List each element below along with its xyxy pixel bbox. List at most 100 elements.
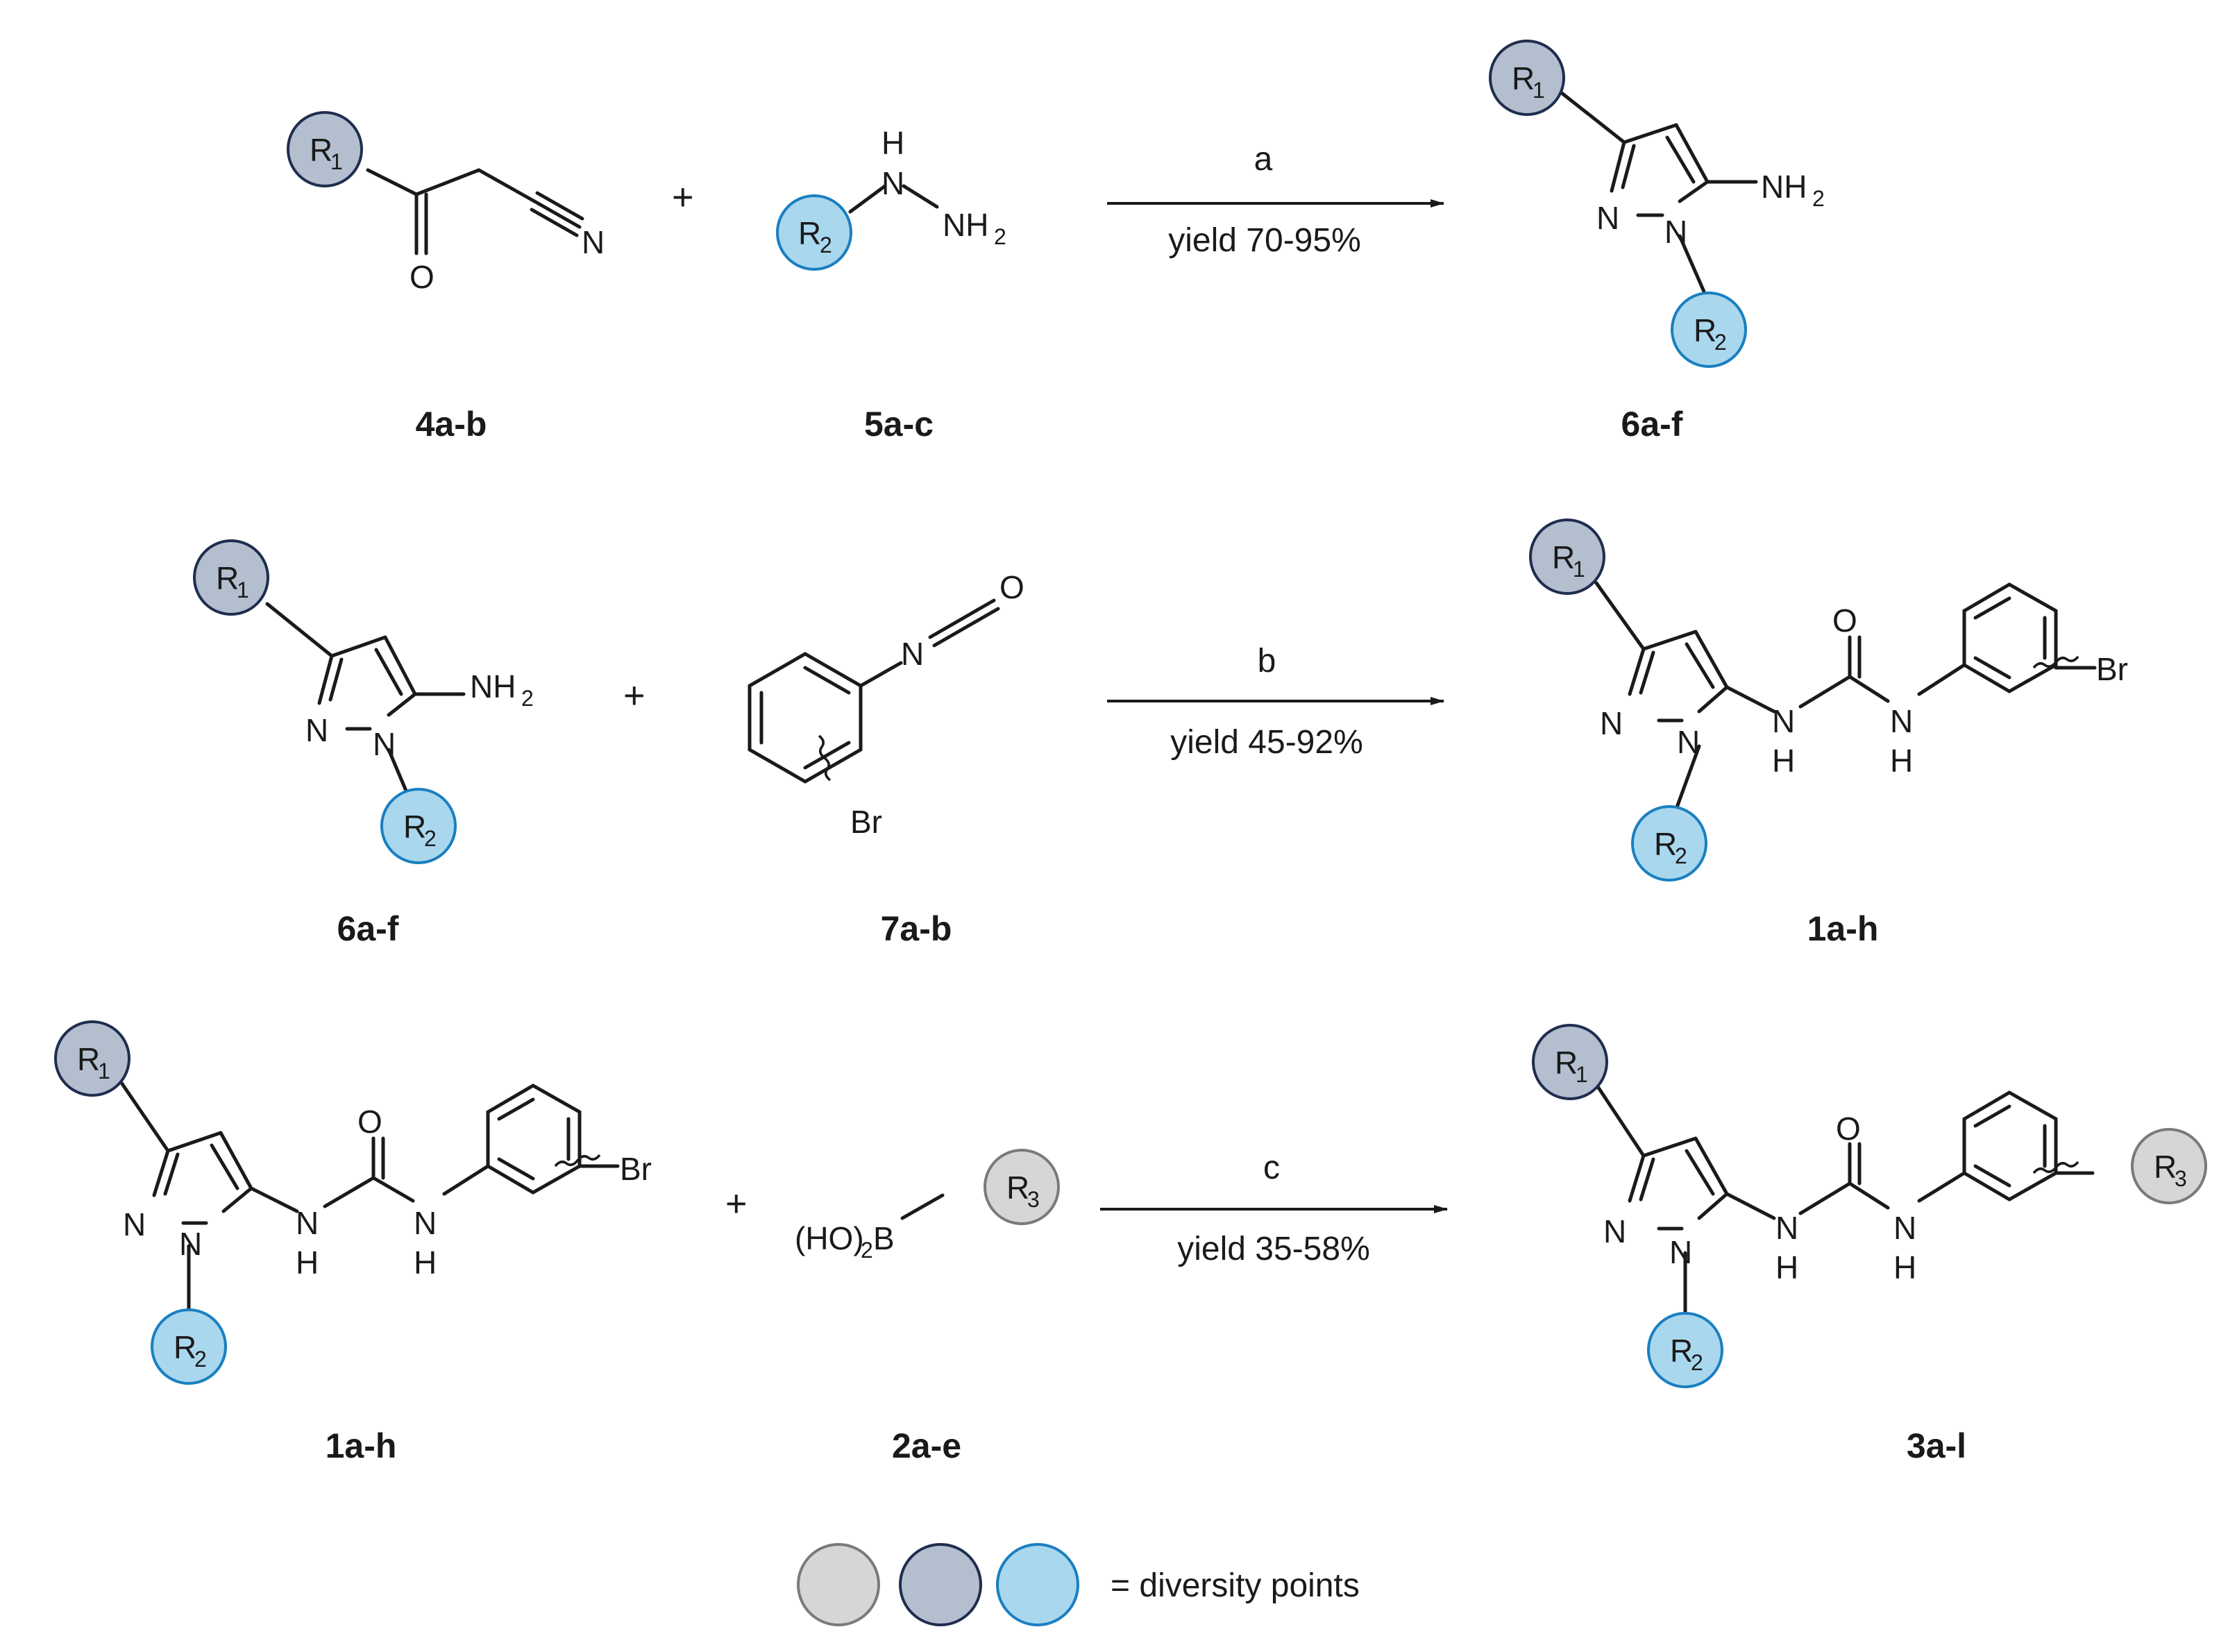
oxygen-label: O — [357, 1104, 382, 1140]
amide-n2: N — [1893, 1210, 1916, 1246]
svg-text:2: 2 — [424, 826, 437, 851]
compound-label-6af: 6a-f — [1621, 405, 1683, 444]
amino-label: NH — [943, 207, 988, 243]
reaction-arrow-a: a yield 70‑95% — [1107, 141, 1444, 259]
oxygen-label: O — [410, 259, 434, 295]
condition-c-label: c — [1263, 1149, 1280, 1186]
legend-r2-circle — [996, 1543, 1079, 1626]
ring-n1: N — [1600, 705, 1623, 741]
svg-text:R: R — [1006, 1170, 1029, 1206]
amide-n1: N — [1772, 703, 1795, 739]
ring-n2: N — [1669, 1234, 1692, 1270]
legend: = diversity points — [797, 1543, 1360, 1626]
compound-1ah-reactant: O N N N H N H Br R 1 R 2 — [54, 1020, 652, 1385]
condition-a-label: a — [1254, 141, 1273, 178]
svg-text:2: 2 — [1714, 330, 1727, 355]
amide-h2: H — [1890, 743, 1913, 779]
amide-h1: H — [1772, 743, 1795, 779]
svg-text:R: R — [1670, 1333, 1693, 1369]
svg-text:2: 2 — [1691, 1350, 1703, 1375]
svg-text:2: 2 — [521, 686, 534, 711]
r2-substituent: R 2 — [380, 788, 457, 864]
svg-text:2: 2 — [194, 1347, 207, 1372]
r2-substituent: R 2 — [1671, 292, 1747, 368]
condition-b-label: b — [1258, 643, 1276, 680]
bromine-label: Br — [2096, 651, 2128, 687]
legend-label: = diversity points — [1111, 1567, 1360, 1604]
compound-label-2ae: 2a-e — [892, 1426, 961, 1465]
r1-substituent: R 1 — [1532, 1024, 1608, 1100]
amide-n1: N — [1775, 1210, 1798, 1246]
svg-text:1: 1 — [330, 149, 343, 174]
r2-substituent: R 2 — [151, 1308, 227, 1385]
svg-text:1: 1 — [1533, 78, 1545, 103]
compound-7ab: N O Br — [748, 569, 1024, 840]
nitroso-o: O — [999, 569, 1024, 605]
svg-text:2: 2 — [820, 233, 832, 258]
svg-text:R: R — [77, 1041, 100, 1077]
reaction-arrow-c: c yield 35‑58% — [1100, 1149, 1448, 1267]
compound-label-3al: 3a-l — [1907, 1426, 1966, 1465]
nitroso-n: N — [901, 636, 924, 672]
svg-text:R: R — [403, 809, 426, 845]
ring-n2: N — [373, 726, 396, 762]
compound-5ac: H N NH 2 R 2 — [776, 125, 1006, 271]
svg-text:R: R — [1512, 60, 1535, 96]
condition-a-yield: yield 70‑95% — [1168, 222, 1361, 259]
svg-text:R: R — [1654, 826, 1677, 862]
svg-text:R: R — [2154, 1149, 2177, 1185]
amino-label: NH — [1761, 169, 1807, 205]
svg-text:1: 1 — [98, 1059, 110, 1084]
legend-r3-circle — [797, 1543, 880, 1626]
amide-h2: H — [1893, 1249, 1916, 1286]
amide-n2: N — [1890, 703, 1913, 739]
svg-text:1: 1 — [1576, 1062, 1588, 1087]
amide-h2: H — [414, 1245, 437, 1281]
compound-6af-product: N N NH 2 R 1 R 2 — [1489, 40, 1825, 368]
compound-label-7ab: 7a-b — [881, 909, 952, 948]
boron-label: B — [873, 1220, 895, 1256]
svg-text:2: 2 — [861, 1238, 873, 1263]
hydrazine-n: N — [881, 165, 904, 201]
condition-b-yield: yield 45‑92% — [1170, 724, 1363, 761]
ring-n2: N — [1677, 724, 1700, 760]
compound-label-1ah: 1a-h — [1807, 909, 1879, 948]
condition-c-yield: yield 35‑58% — [1177, 1231, 1370, 1267]
ring-n1: N — [305, 712, 328, 748]
svg-text:R: R — [1552, 539, 1575, 575]
svg-text:R: R — [1555, 1045, 1578, 1081]
r2-substituent: R 2 — [776, 194, 852, 271]
ring-n1: N — [123, 1206, 146, 1242]
amide-h1: H — [1775, 1249, 1798, 1286]
svg-text:R: R — [798, 215, 821, 251]
compound-1ah-product: O N N N H N H Br R 1 R 2 — [1529, 519, 2128, 882]
ring-n1: N — [1603, 1213, 1626, 1249]
amino-label: NH — [470, 668, 516, 705]
svg-text:R: R — [174, 1329, 196, 1365]
bromine-label: Br — [850, 804, 882, 840]
compound-label-1ah: 1a-h — [326, 1426, 397, 1465]
svg-text:R: R — [310, 132, 332, 168]
r1-substituent: R 1 — [1529, 519, 1605, 595]
compound-2ae: (HO) 2 B R 3 — [795, 1149, 1060, 1263]
oxygen-label: O — [1832, 602, 1857, 639]
svg-text:2: 2 — [1675, 843, 1687, 868]
svg-text:3: 3 — [2175, 1166, 2187, 1191]
ring-n1: N — [1596, 200, 1619, 236]
amide-n1: N — [296, 1205, 319, 1241]
r2-substituent: R 2 — [1647, 1312, 1723, 1388]
nitrogen-label: N — [582, 224, 605, 260]
r3-substituent: R 3 — [984, 1149, 1060, 1225]
svg-text:R: R — [1694, 312, 1716, 348]
compound-6af-reactant: N N NH 2 R 1 R 2 — [193, 539, 534, 864]
svg-text:2: 2 — [994, 224, 1006, 249]
svg-text:1: 1 — [1573, 557, 1585, 582]
oxygen-label: O — [1836, 1111, 1861, 1147]
svg-text:3: 3 — [1027, 1187, 1040, 1212]
compound-label-5ac: 5a-c — [864, 405, 934, 444]
plus-sign: + — [672, 176, 694, 218]
legend-r1-circle — [899, 1543, 982, 1626]
r1-substituent: R 1 — [193, 539, 269, 616]
r3-substituent: R 3 — [2131, 1128, 2207, 1204]
